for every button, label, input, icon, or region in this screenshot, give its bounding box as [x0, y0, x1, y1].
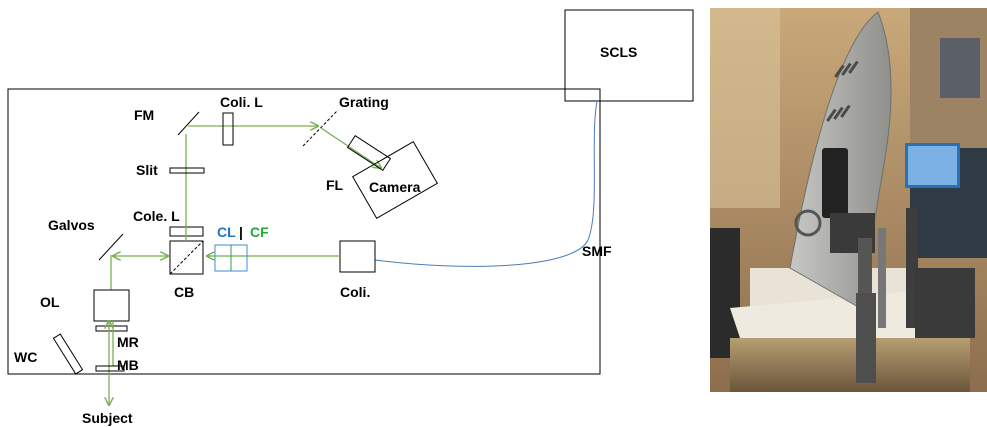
subject-label: Subject	[82, 410, 133, 426]
cl-label: CL	[217, 224, 236, 240]
fl-label: FL	[326, 177, 344, 193]
mirror-mb	[95, 365, 125, 372]
cf-label: CF	[250, 224, 269, 240]
scls-light-source	[564, 9, 694, 102]
collimating-lens	[222, 112, 234, 146]
smf-label: SMF	[582, 243, 612, 259]
cole-l-label: Cole. L	[133, 208, 180, 224]
slit-label: Slit	[136, 162, 158, 178]
mb-label: MB	[117, 357, 139, 373]
instrument-photo	[710, 8, 987, 392]
window-wc	[52, 333, 84, 375]
system-enclosure	[7, 88, 601, 375]
cl-cf-separator: |	[239, 224, 243, 240]
instrument-photo-illustration	[710, 8, 987, 392]
ol-label: OL	[40, 294, 60, 310]
grating	[302, 109, 339, 147]
slit	[169, 167, 205, 174]
mirror-mr	[95, 325, 128, 332]
cb-label: CB	[174, 284, 194, 300]
single-mode-fiber	[374, 100, 598, 267]
grating-label: Grating	[339, 94, 389, 110]
folding-mirror	[177, 111, 200, 136]
camera	[352, 141, 438, 219]
focusing-lens	[346, 135, 392, 171]
beam-grating-to-camera	[320, 127, 381, 168]
galvos-label: Galvos	[48, 217, 95, 233]
cb-diagonal	[169, 240, 204, 275]
camera-label: Camera	[369, 179, 421, 195]
mr-label: MR	[117, 334, 139, 350]
wc-label: WC	[14, 349, 37, 365]
collimator	[339, 240, 376, 273]
coli-label: Coli.	[340, 284, 370, 300]
coli-l-label: Coli. L	[220, 94, 263, 110]
scls-label: SCLS	[600, 44, 637, 60]
galvo-mirror	[98, 233, 124, 261]
objective-lens	[93, 289, 130, 322]
fm-label: FM	[134, 107, 154, 123]
